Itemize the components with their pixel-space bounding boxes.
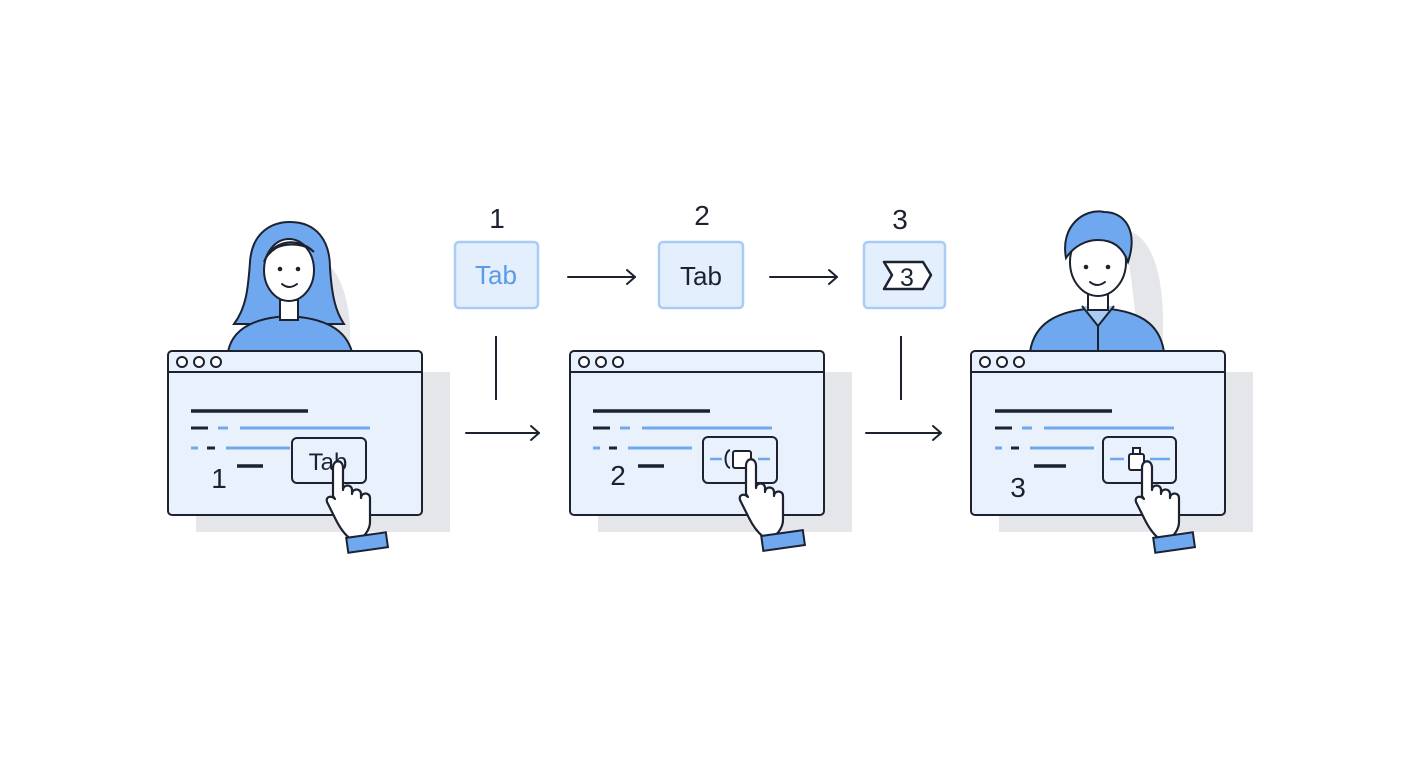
- person-man-icon: [1028, 210, 1166, 353]
- step-3-key: 3 3: [862, 204, 947, 310]
- step-3-number: 3: [892, 204, 908, 235]
- arrow-right-icon: [567, 269, 636, 285]
- step-1-key-box: [453, 240, 540, 310]
- focus-ring-icon: [724, 449, 731, 469]
- step-1-key-label: Tab: [475, 260, 517, 290]
- pointing-hand-icon: [1134, 460, 1197, 554]
- step-2-key-label: Tab: [680, 261, 722, 291]
- arrow-right-icon: [865, 425, 942, 441]
- window-controls-icon: [979, 356, 1025, 368]
- step-2-key-box: [657, 240, 745, 310]
- person-woman-icon: [226, 220, 354, 353]
- step-3-key-label: 3: [900, 264, 914, 292]
- window-controls-icon: [176, 356, 222, 368]
- browser-window-3: 3: [970, 350, 1253, 554]
- window-controls-icon: [578, 356, 624, 368]
- arrow-right-icon: [465, 425, 540, 441]
- step-2-key: 2 Tab: [657, 200, 745, 310]
- step-1-number: 1: [489, 203, 505, 234]
- step-3-key-glyph-icon: [882, 260, 933, 291]
- window-2-step-number: 2: [610, 460, 626, 491]
- pointing-hand-icon: [738, 458, 807, 552]
- window-1-step-number: 1: [211, 463, 227, 494]
- window-3-step-number: 3: [1010, 472, 1026, 503]
- focused-tab-button[interactable]: [291, 437, 367, 484]
- browser-window-2: 2: [569, 350, 852, 552]
- pointing-hand-icon: [325, 460, 390, 554]
- arrow-right-icon: [769, 269, 838, 285]
- browser-window-1: 1 Tab: [167, 350, 450, 554]
- step-1-key: 1 Tab: [453, 203, 540, 310]
- step-2-number: 2: [694, 200, 710, 231]
